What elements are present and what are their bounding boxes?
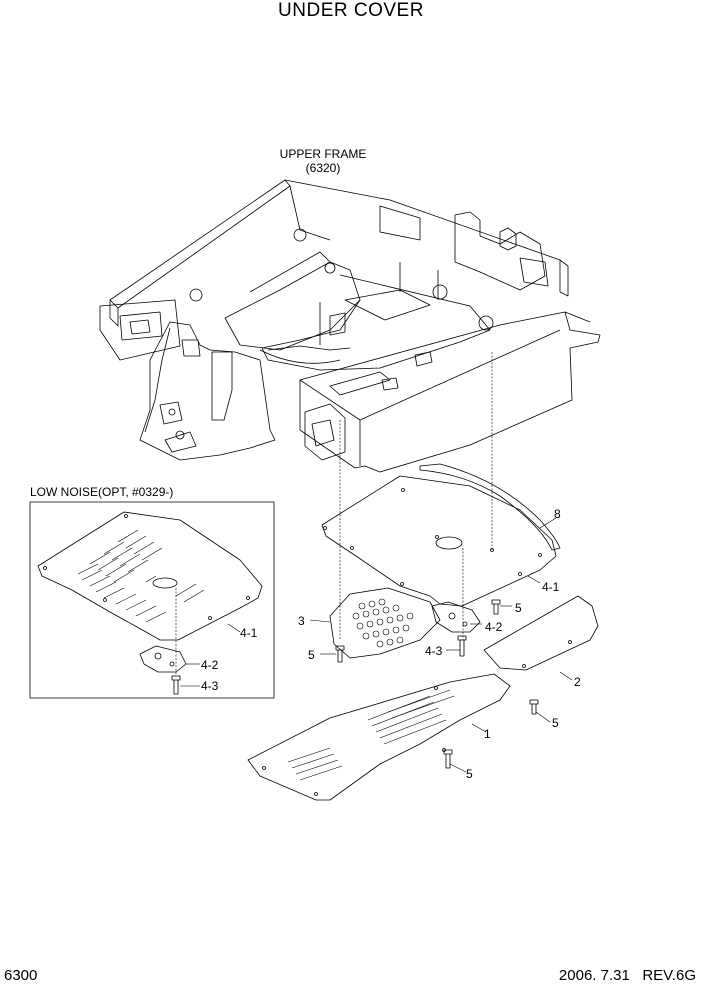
option-low-noise-plate [37,511,263,641]
option-box-frame [29,501,275,699]
page-title: UNDER COVER [278,0,424,21]
bolt-4-3-main [457,635,467,657]
mounting-guide-lines [339,352,493,640]
callout-8: 8 [554,507,561,521]
option-callout-leaders [180,623,241,687]
callout-4-1-option: 4-1 [240,626,258,640]
callout-5-c: 5 [552,716,559,730]
callout-4-2-main: 4-2 [485,620,503,634]
part-8-seal-strip [419,463,561,551]
callout-5-d: 5 [466,767,473,781]
callout-5-a: 5 [515,601,522,615]
bolt-5-a [491,599,501,615]
callout-4-3-option: 4-3 [201,679,219,693]
part-4-2-small-plate [431,601,481,633]
option-part-4-2-plate [139,645,187,673]
bolt-5-d [443,749,453,769]
bolt-5-b [335,645,345,663]
part-3-perforated-plate [329,587,441,659]
revision-info: 2006. 7.31 REV.6G [559,967,696,984]
upper-frame-drawing [99,179,601,473]
revision-code: REV.6G [642,967,696,984]
option-bolt-4-3 [171,675,181,695]
callout-1: 1 [484,727,491,741]
part-2-side-plate [483,595,599,671]
part-4-1-main-plate [321,475,557,607]
upper-frame-ref: (6320) [306,161,341,175]
callout-3: 3 [298,614,305,628]
upper-frame-label: UPPER FRAME [280,147,367,161]
callout-2: 2 [574,675,581,689]
page-number: 6300 [4,967,38,984]
callout-4-2-option: 4-2 [201,658,219,672]
callout-4-1-main: 4-1 [542,580,560,594]
option-box-label: LOW NOISE(OPT, #0329-) [30,485,173,499]
callout-4-3-main: 4-3 [425,644,443,658]
bolt-5-c [529,699,539,715]
part-1-bottom-cover [247,673,511,801]
revision-date: 2006. 7.31 [558,967,630,984]
callout-5-b: 5 [308,648,315,662]
callout-leaders [309,517,573,773]
